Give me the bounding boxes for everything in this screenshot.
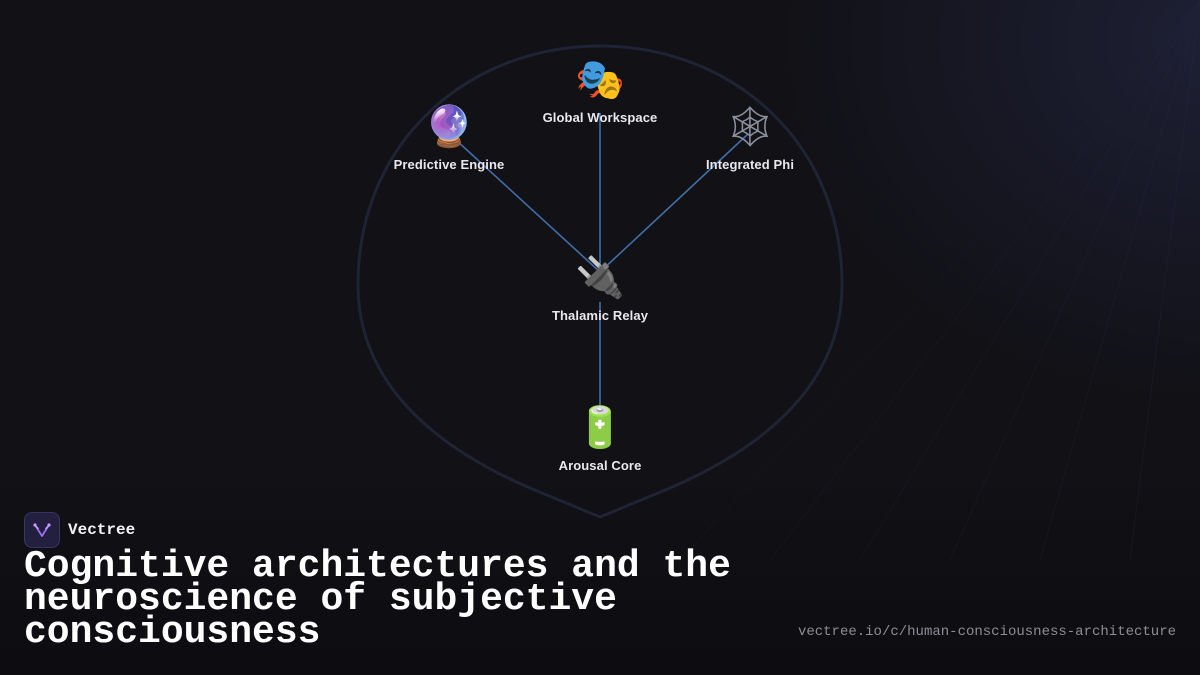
head-outline bbox=[356, 44, 844, 519]
page-title: Cognitive architectures and the neurosci… bbox=[24, 545, 731, 654]
brand-name: Vectree bbox=[68, 521, 136, 539]
node-integrated-phi[interactable]: 🕸 Integrated Phi bbox=[660, 103, 840, 172]
background-rays bbox=[680, 0, 1200, 560]
page-url[interactable]: vectree.io/c/human-consciousness-archite… bbox=[797, 624, 1176, 640]
vectree-logo-icon bbox=[24, 512, 60, 548]
edge-phi-to-thalamic bbox=[599, 133, 749, 273]
node-label: Integrated Phi bbox=[705, 157, 795, 172]
electric-plug-icon: 🔌 bbox=[575, 255, 625, 301]
battery-icon: 🔋 bbox=[575, 405, 625, 451]
performing-arts-masks-icon: 🎭 bbox=[575, 57, 625, 103]
node-predictive-engine[interactable]: 🔮 Predictive Engine bbox=[359, 103, 539, 172]
edge-group bbox=[455, 113, 749, 412]
node-label: Thalamic Relay bbox=[551, 308, 649, 323]
node-label: Arousal Core bbox=[558, 458, 642, 473]
crystal-ball-icon: 🔮 bbox=[424, 104, 474, 150]
edge-predictive-to-thalamic bbox=[455, 139, 601, 273]
node-arousal-core[interactable]: 🔋 Arousal Core bbox=[510, 404, 690, 473]
node-label: Predictive Engine bbox=[393, 157, 505, 172]
spider-web-icon: 🕸 bbox=[724, 104, 776, 150]
node-global-workspace[interactable]: 🎭 Global Workspace bbox=[510, 56, 690, 125]
node-label: Global Workspace bbox=[542, 110, 658, 125]
brand[interactable]: Vectree bbox=[24, 512, 135, 548]
node-thalamic-relay[interactable]: 🔌 Thalamic Relay bbox=[510, 254, 690, 323]
